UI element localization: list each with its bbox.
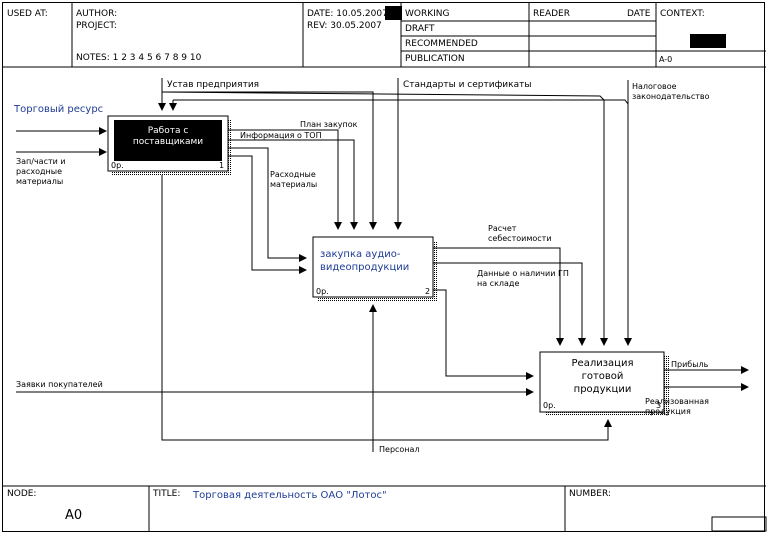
arrow-label-ustav: Устав предприятия [167, 80, 260, 90]
arrow-label-sold-products: Реализованная продукция [645, 397, 709, 416]
date-column-label: DATE [627, 9, 651, 19]
arrow-label-trade-resource: Торговый ресурс [14, 104, 104, 115]
arrow-label-spare-parts: Зап/части и расходные материалы [16, 157, 66, 186]
node-value: A0 [65, 508, 83, 523]
box-1-cost: 0р. [111, 161, 124, 170]
arrow-label-supplier-info: Информация о ТОП [240, 131, 322, 140]
notes-label: NOTES: 1 2 3 4 5 6 7 8 9 10 [76, 53, 202, 63]
node-label: NODE: [7, 489, 37, 499]
reader-label: READER [533, 9, 570, 19]
box-2-cost: 0р. [316, 287, 329, 296]
box-1-number: 1 [219, 161, 225, 170]
title-label: TITLE: [153, 489, 181, 499]
rev-label: REV: 30.05.2007 [307, 21, 382, 31]
box-3-label[interactable]: Реализация готовой продукции [571, 358, 634, 395]
arrow-label-profit: Прибыль [671, 360, 709, 369]
box-3-number: 3 [656, 401, 662, 410]
box-1-label[interactable]: Работа с поставщиками [132, 126, 204, 147]
number-label: NUMBER: [569, 489, 611, 499]
used-at-label: USED AT: [7, 9, 48, 19]
page-title: Торговая деятельность ОАО "Лотос" [193, 490, 387, 501]
status-draft: DRAFT [405, 24, 435, 34]
date-label: DATE: 10.05.2007 [307, 9, 388, 19]
box-2-label[interactable]: закупка аудио-видеопродукции [320, 249, 410, 273]
arrow-label-customer-orders: Заявки покупателей [16, 380, 103, 389]
arrow-label-consumables: Расходные материалы [270, 170, 318, 189]
status-recommended: RECOMMENDED [405, 39, 478, 49]
box-3-cost: 0р. [543, 401, 556, 410]
status-working: WORKING [405, 9, 450, 19]
project-label: PROJECT: [76, 21, 117, 31]
arrow-label-cost-calc: Расчет себестоимости [488, 224, 552, 243]
arrow-label-staff: Персонал [379, 445, 420, 454]
context-label: CONTEXT: [660, 9, 705, 19]
context-node-label: A-0 [659, 55, 673, 64]
arrow-label-purchase-plan: План закупок [300, 120, 358, 129]
status-publication: PUBLICATION [405, 54, 465, 64]
box-2-number: 2 [425, 287, 431, 296]
arrow-label-stock-data: Данные о наличии ГП на складе [477, 269, 569, 288]
arrow-label-standards: Стандарты и сертификаты [403, 80, 532, 90]
author-label: AUTHOR: [76, 9, 118, 19]
arrow-label-tax: Налоговое законодательство [632, 82, 710, 101]
